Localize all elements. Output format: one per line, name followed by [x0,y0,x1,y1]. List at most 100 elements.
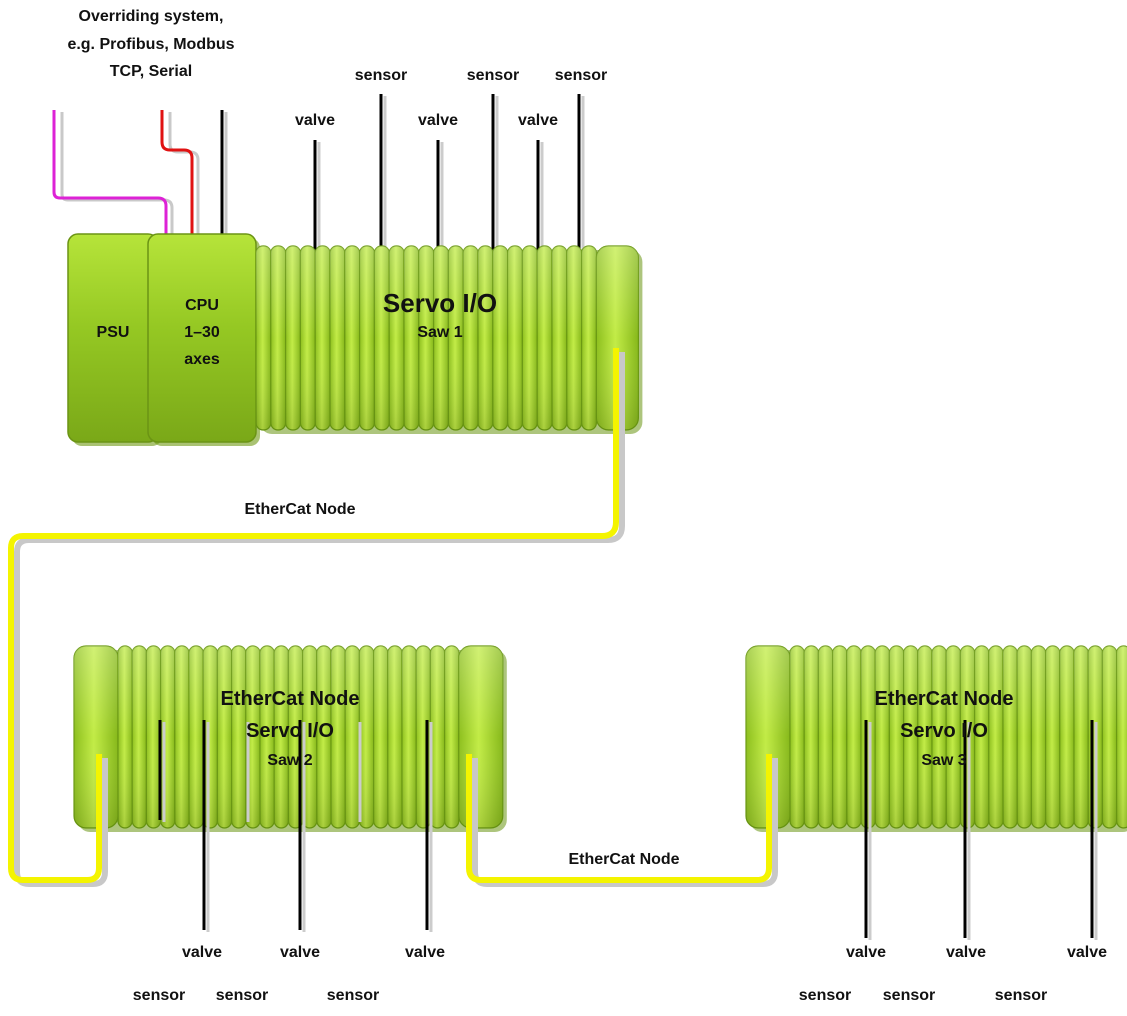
saw1-rib-shade [270,246,286,430]
saw3-rib-shade [1031,646,1046,828]
saw2-rib-shade [274,646,289,828]
saw1-rib-shade [522,246,538,430]
saw3-rib-shade [889,646,904,828]
saw3-io-label-valve-1: valve [845,944,887,961]
saw1-io-label-valve-2: valve [417,112,459,129]
saw3-rib-shade [946,646,961,828]
saw1-rib-shade [285,246,301,430]
psu-label: PSU [96,324,130,341]
cpu-label-line3: axes [184,351,220,368]
saw1-io-wires [313,94,585,254]
saw2-rib-shade [146,646,161,828]
saw3-rib-shade [1059,646,1074,828]
saw2-rib-shade [373,646,388,828]
saw3-rib-shade [846,646,861,828]
ethercat-link-label-2: EtherCat Node [568,851,680,868]
saw1-rib-shade [552,246,567,430]
saw2-rib-shade [345,646,360,828]
saw2-label-line3: Saw 2 [267,752,313,769]
saw1-subtitle: Saw 1 [417,324,463,341]
saw2-rib-shade [231,646,246,828]
ethercat-cable-1 [8,348,625,887]
saw3-io-label-valve-3: valve [1066,944,1108,961]
saw3-io-label-valve-2: valve [945,944,987,961]
saw3-io-label-sensor-1: sensor [798,987,852,1004]
saw3-servo-block [745,645,1127,832]
overriding-system-label-line2: e.g. Profibus, Modbus [67,36,235,53]
ethercat-cable-2 [466,754,778,887]
saw1-rib-shade [581,246,597,430]
saw2-rib-shade [174,646,189,828]
saw2-rib-shade [458,646,503,828]
saw2-io-label-valve-2: valve [279,944,321,961]
saw2-io-label-sensor-1: sensor [132,987,186,1004]
saw1-rib-shade [300,246,316,430]
saw3-rib-shade [974,646,989,828]
saw3-label-line2: Servo I/O [900,720,988,742]
saw3-rib-shade [1102,646,1117,828]
saw3-rib-shade [1074,646,1089,828]
saw1-rib-shade [537,246,552,430]
saw1-rib-shade [448,246,464,430]
saw1-rib-shade [315,246,330,430]
saw1-rib-shade [566,246,582,430]
overriding-system-label-line1: Overriding system, [78,8,224,25]
saw1-io-label-sensor-1: sensor [354,67,408,84]
serial-wire [160,110,200,268]
cpu-label-line1: CPU [185,297,219,314]
saw2-io-label-valve-3: valve [404,944,446,961]
saw2-rib-shade [430,646,445,828]
saw3-rib-shade [903,646,918,828]
saw3-rib-shade [832,646,847,828]
saw2-rib-shade [217,646,232,828]
saw1-rib-shade [596,246,639,430]
cpu-module [147,233,260,446]
saw3-io-wires [864,720,1098,940]
saw2-label-line2: Servo I/O [246,720,334,742]
saw2-rib-shade [444,646,459,828]
saw3-rib-shade [875,646,890,828]
saw3-io-label-sensor-2: sensor [882,987,936,1004]
saw1-servo-block [255,245,643,434]
saw2-rib-shade [316,646,331,828]
saw1-rib-shade [433,246,449,430]
saw1-rib-shade [344,246,360,430]
saw3-rib-shade [790,646,805,828]
saw1-rib-shade [389,246,404,430]
saw1-rib-shade [418,246,434,430]
saw1-rib-shade [463,246,478,430]
saw1-io-label-valve-3: valve [517,112,559,129]
saw3-rib-shade [1045,646,1060,828]
saw3-rib-shade [1017,646,1032,828]
saw1-io-label-valve-1: valve [294,112,336,129]
saw1-rib-shade [359,246,375,430]
saw2-rib-shade [132,646,147,828]
profibus-wire [52,110,174,268]
saw1-title: Servo I/O [382,288,498,318]
overriding-system-label-line3: TCP, Serial [109,63,193,80]
saw2-rib-shade [189,646,204,828]
ethercat-link-label-1: EtherCat Node [244,501,356,518]
saw2-rib-shade [387,646,402,828]
saw1-rib-shade [374,246,390,430]
saw2-io-label-valve-1: valve [181,944,223,961]
saw3-rib-shade [917,646,932,828]
saw3-rib-shade [818,646,833,828]
saw3-rib-shade [932,646,947,828]
saw3-label-line3: Saw 3 [921,752,967,769]
saw1-rib-shade [492,246,508,430]
saw2-rib-shade [260,646,275,828]
saw2-servo-block [73,645,507,832]
saw1-rib-shade [478,246,493,430]
saw1-rib-shade [404,246,419,430]
saw3-rib-shade [1116,646,1127,828]
saw2-rib-shade [402,646,417,828]
saw3-rib-shade [746,646,790,828]
saw1-rib-shade [507,246,523,430]
cpu-label-line2: 1–30 [184,324,220,341]
saw3-label-line1: EtherCat Node [874,688,1014,710]
saw2-rib-shade [302,646,317,828]
saw3-rib-shade [1003,646,1018,828]
saw2-io-wires [158,720,433,932]
